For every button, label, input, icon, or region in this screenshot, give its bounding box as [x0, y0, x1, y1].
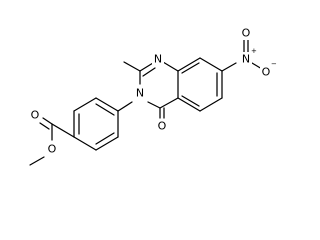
bond-o-ether-methyl [29, 156, 45, 166]
bond-ph1-ph2 [95, 97, 119, 112]
bond-n3-aryl [117, 101, 133, 112]
bond-ph5-ph6 [95, 136, 119, 151]
atom-o-nitro-right-label: O [262, 66, 271, 79]
bond-c5-c4a-inner [181, 95, 200, 107]
bond-c5-c4a [177, 97, 201, 112]
bond-c2-methyl [123, 61, 141, 72]
atom-o-ester-carbonyl-label: O [31, 109, 40, 122]
bond-c8-c7 [199, 57, 223, 72]
atom-o-ester-ether-label: O [48, 143, 57, 156]
atom-label-layer: N N O N + O O − O O [29, 26, 277, 156]
bond-c2-n1 [139, 62, 154, 72]
bond-n1-c8a [162, 61, 179, 72]
atom-o-ester-carbonyl: O [29, 108, 41, 122]
bond-ph2-ph3 [73, 97, 97, 112]
atom-o-nitro-top-label: O [242, 27, 251, 40]
bond-c-ester-o-carbonyl [42, 117, 53, 125]
atom-o-nitro-right-charge: − [271, 60, 277, 68]
bond-c-ester-o-carbonyl-double [39, 122, 50, 130]
bond-c4-c4a [159, 97, 179, 109]
atom-o-ester-ether: O [46, 142, 58, 156]
atom-n1-label: N [154, 53, 162, 66]
atom-n-nitro: N + [240, 47, 257, 66]
atom-n-nitro-label: N [242, 53, 250, 66]
atom-o4: O [156, 119, 168, 133]
bond-c8-c8-inner [181, 62, 200, 74]
molecule-structure-diagram: N N O N + O O − O O [29, 26, 277, 166]
bond-c8a-c8 [177, 57, 201, 72]
atom-n3-label: N [136, 87, 144, 100]
bond-n3-c4 [147, 101, 161, 109]
bond-c7-n-nitro [221, 62, 237, 72]
bond-ph5-ph6-inner [95, 132, 115, 145]
atom-n3: N [134, 86, 146, 100]
bond-c6-c5 [199, 97, 223, 112]
bond-layer [29, 39, 263, 166]
bond-c2-n1-double [142, 67, 156, 77]
bond-ph1-ph2-inner [95, 103, 115, 116]
atom-o-nitro-top: O [240, 26, 252, 40]
atom-o-nitro-right: O − [260, 60, 277, 79]
atom-n1: N [152, 52, 164, 66]
atom-o4-label: O [158, 120, 167, 133]
bond-ph4-c-ester [51, 123, 75, 138]
bond-ph4-ph5 [73, 136, 97, 151]
atom-n-nitro-charge: + [251, 47, 257, 55]
